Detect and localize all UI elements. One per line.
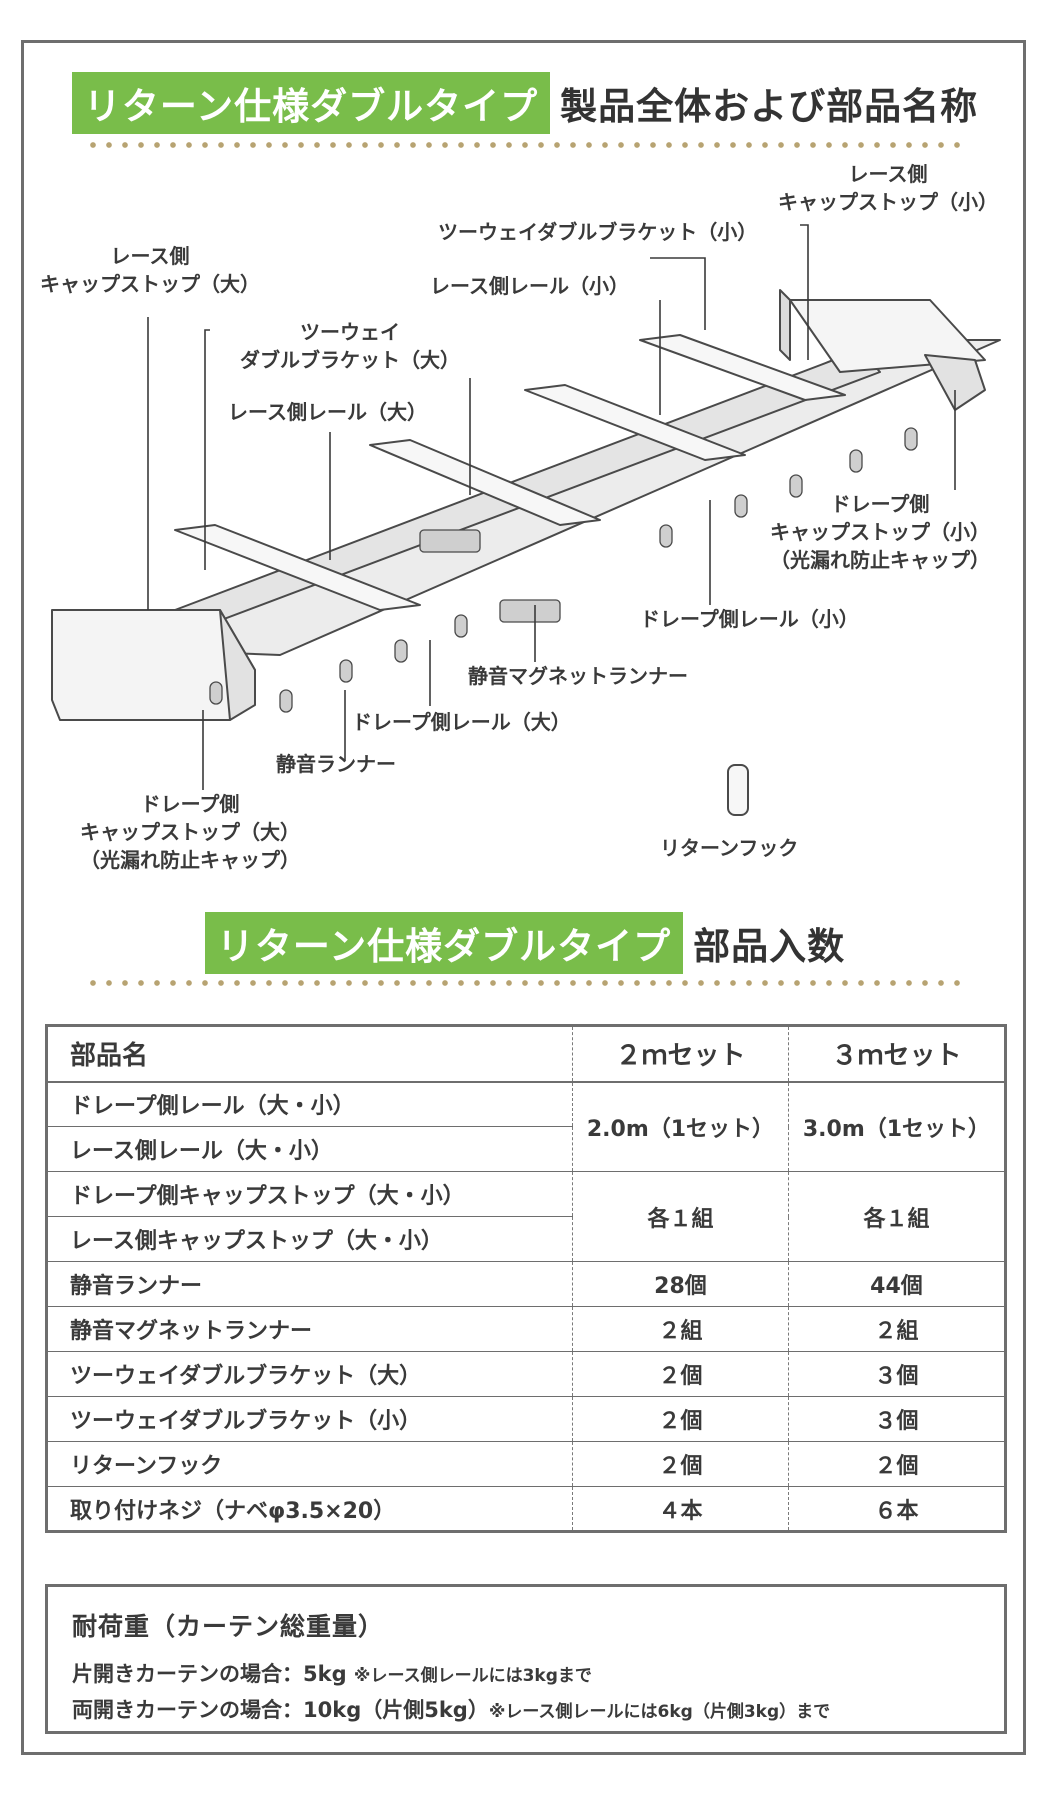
- label-lace-cap-large: レース側 キャップストップ（大）: [40, 244, 260, 296]
- load-single-open: 片開きカーテンの場合：5kg ※レース側レールには3kgまで: [72, 1662, 592, 1686]
- count-heading-tag: リターン仕様ダブルタイプ: [204, 912, 684, 974]
- part-name: ツーウェイダブルブラケット（大）: [46, 1351, 573, 1397]
- qty-3m: 44個: [787, 1261, 1006, 1307]
- label-twoway-bracket-small: ツーウェイダブルブラケット（小）: [438, 220, 758, 244]
- qty-3m: ２個: [787, 1441, 1006, 1487]
- outer-frame: [21, 40, 1026, 1755]
- count-heading-text: 部品入数: [693, 925, 846, 968]
- table-header-row: 部品名 ２ｍセット ３ｍセット: [46, 1025, 1006, 1083]
- label-lace-rail-small: レース側レール（小）: [430, 274, 629, 298]
- table-row: ツーウェイダブルブラケット（小） ２個 ３個: [46, 1396, 1006, 1442]
- part-name: 静音ランナー: [46, 1261, 573, 1307]
- part-name: ドレープ側レール（大・小）: [46, 1081, 573, 1127]
- table-row: 静音ランナー 28個 44個: [46, 1261, 1006, 1307]
- load-note-double: ※レース側レールには6kg（片側3kg）まで: [488, 1702, 831, 1722]
- table-row: レース側キャップストップ（大・小）: [46, 1216, 1006, 1262]
- table-row: レース側レール（大・小）: [46, 1126, 1006, 1172]
- qty-2m: 2.0m（1セット）: [572, 1081, 789, 1172]
- part-name: 取り付けネジ（ナベφ3.5×20）: [70, 1498, 396, 1524]
- part-name: レース側レール（大・小）: [46, 1126, 573, 1172]
- qty-3m: ２組: [787, 1306, 1006, 1352]
- overview-heading: リターン仕様ダブルタイプ製品全体および部品名称: [0, 72, 1050, 134]
- qty-2m: ４本: [572, 1486, 789, 1532]
- qty-3m: ６本: [787, 1486, 1006, 1532]
- qty-3m: 3.0m（1セット）: [787, 1081, 1006, 1172]
- qty-2m: ２個: [572, 1441, 789, 1487]
- count-heading: リターン仕様ダブルタイプ部品入数: [0, 912, 1050, 974]
- load-capacity-box: 耐荷重（カーテン総重量） 片開きカーテンの場合：5kg ※レース側レールには3k…: [45, 1584, 1007, 1734]
- header-3m-set: ３ｍセット: [787, 1025, 1006, 1083]
- qty-3m: ３個: [787, 1351, 1006, 1397]
- table-row: 静音マグネットランナー ２組 ２組: [46, 1306, 1006, 1352]
- label-twoway-bracket-large: ツーウェイ ダブルブラケット（大）: [240, 320, 460, 372]
- load-note-single: ※レース側レールには3kgまで: [353, 1666, 592, 1686]
- label-return-hook: リターンフック: [660, 836, 799, 860]
- qty-2m: 各１組: [572, 1171, 789, 1262]
- label-drape-rail-large: ドレープ側レール（大）: [352, 710, 571, 734]
- qty-2m: ２個: [572, 1351, 789, 1397]
- qty-3m: ３個: [787, 1396, 1006, 1442]
- part-name: ドレープ側キャップストップ（大・小）: [46, 1171, 573, 1217]
- rail-illustration: [51, 224, 1001, 816]
- product-diagram: レース側 キャップストップ（小） ツーウェイダブルブラケット（小） レース側 キ…: [0, 150, 1050, 890]
- part-name: レース側キャップストップ（大・小）: [46, 1216, 573, 1262]
- load-heading: 耐荷重（カーテン総重量）: [72, 1612, 385, 1641]
- dotted-divider: [85, 979, 965, 987]
- table-row: ツーウェイダブルブラケット（大） ２個 ３個: [46, 1351, 1006, 1397]
- qty-2m: ２個: [572, 1396, 789, 1442]
- qty-2m: ２組: [572, 1306, 789, 1352]
- qty-2m: 28個: [572, 1261, 789, 1307]
- load-double-open: 両開きカーテンの場合：10kg（片側5kg）※レース側レールには6kg（片側3k…: [72, 1698, 831, 1722]
- table-row: ドレープ側レール（大・小） 2.0m（1セット） 3.0m（1セット）: [46, 1081, 1006, 1172]
- label-lace-rail-large: レース側レール（大）: [228, 400, 427, 424]
- part-name: リターンフック: [46, 1441, 573, 1487]
- overview-heading-text: 製品全体および部品名称: [560, 85, 979, 128]
- label-drape-cap-large: ドレープ側 キャップストップ（大） （光漏れ防止キャップ）: [80, 792, 300, 872]
- label-lace-cap-small: レース側 キャップストップ（小）: [778, 162, 998, 214]
- label-runner: 静音ランナー: [276, 752, 396, 776]
- label-drape-cap-small: ドレープ側 キャップストップ（小） （光漏れ防止キャップ）: [770, 492, 990, 572]
- table-row: ドレープ側キャップストップ（大・小） 各１組 各１組: [46, 1171, 1006, 1262]
- overview-heading-tag: リターン仕様ダブルタイプ: [71, 72, 551, 134]
- table-row: リターンフック ２個 ２個: [46, 1441, 1006, 1487]
- label-magnet-runner: 静音マグネットランナー: [468, 664, 688, 688]
- label-drape-rail-small: ドレープ側レール（小）: [640, 607, 859, 631]
- qty-3m: 各１組: [787, 1171, 1006, 1262]
- header-part-name: 部品名: [46, 1025, 573, 1083]
- parts-count-table: 部品名 ２ｍセット ３ｍセット ドレープ側レール（大・小） 2.0m（1セット）…: [45, 1024, 1007, 1533]
- dotted-divider: [85, 141, 965, 149]
- header-2m-set: ２ｍセット: [572, 1025, 789, 1083]
- table-row: 取り付けネジ（ナベφ3.5×20） ４本 ６本: [47, 1486, 1006, 1532]
- part-name: 静音マグネットランナー: [46, 1306, 573, 1352]
- part-name: ツーウェイダブルブラケット（小）: [46, 1396, 573, 1442]
